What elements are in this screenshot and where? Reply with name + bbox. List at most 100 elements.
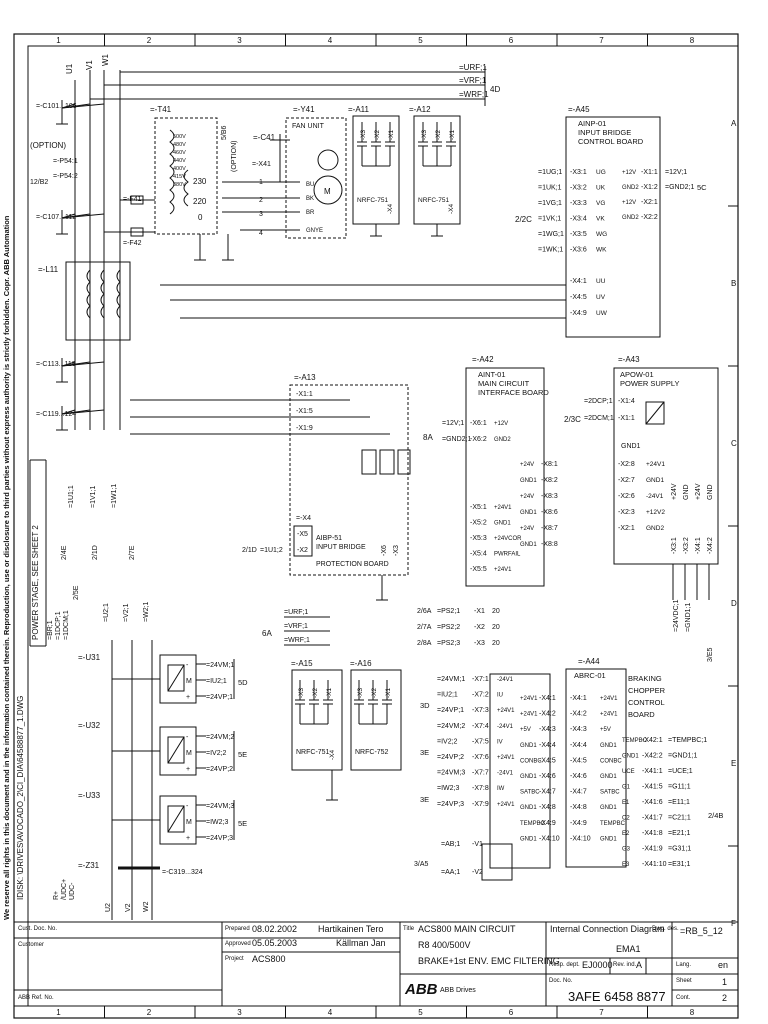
col-number: 4 (328, 36, 333, 45)
a44-x7-terminal: -X7:1 (472, 676, 489, 683)
col-number: 4 (328, 1008, 333, 1017)
a45-input: =1VG;1 (538, 200, 562, 207)
a42-x8-terminal: -X8:1 (541, 461, 558, 468)
aibp-ref: 2/1D (242, 547, 257, 554)
a44-x4-left-name: GND1 (520, 805, 537, 811)
a44-x4-right: -X4:8 (570, 804, 587, 811)
a44-x4-left-name: +24V1 (520, 696, 538, 702)
board-a42: =-A42 AINT-01 MAIN CIRCUIT INTERFACE BOA… (423, 355, 558, 587)
a42-x6-terminal: -X6:2 (470, 436, 487, 443)
a43-vertical-terminal: -X3:1 (671, 537, 678, 554)
a42-x5-name: +24VCOR (494, 536, 522, 542)
nrfc-terminal: -X1 (449, 130, 456, 141)
a44-x4-right-name: GND1 (600, 743, 617, 749)
u31-label: =-U31 (78, 653, 101, 662)
a45-x4-terminal: -X4:9 (570, 310, 587, 317)
a42-x8-name: GND1 (520, 478, 537, 484)
a44-x42-name: E2 (622, 831, 630, 837)
a44-x4-left-name: GND1 (520, 743, 537, 749)
a43-x1-terminal: -X1:1 (618, 415, 635, 422)
a43-gnd1: GND1 (621, 443, 641, 450)
a44-input: =IU2;1 (437, 692, 458, 699)
sensor-signal: =24VM;2 (206, 734, 234, 741)
t41-label: =-T41 (150, 105, 172, 114)
sensor-pin: M (186, 750, 192, 757)
a44-x4-right-name: +24V1 (600, 696, 618, 702)
tb-title-2: R8 400/500V (418, 940, 471, 950)
svg-text:400V: 400V (173, 166, 186, 172)
a42-x5-terminal: -X5:5 (470, 566, 487, 573)
a44-x4-left: -X4:5 (539, 757, 556, 764)
a42-x8-terminal: -X8:6 (541, 509, 558, 516)
tb-prepared-by: Hartikainen Tero (318, 924, 383, 934)
ps-terminal: -X2 (474, 624, 485, 631)
a44-x42-terminal: -X41:8 (642, 830, 663, 837)
title-block: Cust. Doc. No. Customer ABB Ref. No. Pre… (13, 921, 739, 1007)
svg-text:460V: 460V (173, 150, 186, 156)
row-letter: E (731, 759, 736, 768)
a44-x4-right: -X4:4 (570, 742, 587, 749)
a44-x4-right-name: TEMPBC (600, 821, 626, 827)
sensor-pin: - (186, 734, 189, 741)
a45-pin-name: UG (596, 169, 606, 176)
a44-output: =E21;1 (668, 830, 690, 837)
a44-x42-terminal: -X41:6 (642, 799, 663, 806)
sensor-pin: + (186, 766, 190, 773)
bus-ref: 4D (490, 85, 500, 94)
a43-vertical-terminal: -X3:2 (683, 537, 690, 554)
x1-ref3: 2/4E (61, 545, 68, 560)
nrfc-terminal: -X1 (326, 688, 333, 699)
fuse-f42: =-F42 (123, 240, 142, 247)
a44-input: =24VM;3 (437, 770, 465, 777)
svg-text:480V: 480V (173, 142, 186, 148)
term-u2: U2 (105, 903, 112, 912)
a44-x42-terminal: -X41:7 (642, 815, 663, 822)
term-u1: U1 (65, 63, 74, 74)
svg-text:BR: BR (306, 210, 315, 216)
fuse-f41: =-F41 (123, 196, 142, 203)
aibp-in: =1U1;2 (260, 547, 283, 554)
a45-terminal: -X3:1 (570, 169, 587, 176)
tb-approved-date: 05.05.2003 (252, 938, 297, 948)
x1-u1: =1U1;1 (68, 485, 75, 508)
nrfc-terminal: -X3 (421, 130, 428, 141)
cap-c113: =-C113...118 (36, 361, 76, 368)
br-ref: 2/5E (73, 585, 80, 600)
a42-x8-name: +24V (520, 526, 534, 532)
a44-x42-name: E1 (622, 800, 630, 806)
row-letter: A (731, 119, 737, 128)
a43-x2-terminal: -X2:3 (618, 509, 635, 516)
v2-label: =V2;1 (123, 603, 130, 622)
a43-x2-name: +24V1 (646, 461, 665, 468)
a44-x7-terminal: -X7:6 (472, 754, 489, 761)
a44-ref: 3E (420, 795, 429, 804)
svg-text:440V: 440V (173, 158, 186, 164)
aibp-name: AIBP-51 (316, 535, 342, 542)
a44-x42-terminal: -X41:5 (642, 784, 663, 791)
aibp-desc1: INPUT BRIDGE (316, 544, 366, 551)
nrfc-terminal: -X4 (448, 204, 455, 215)
col-number: 6 (509, 36, 514, 45)
phase-lines: U1 V1 W1 =-C101...106 =-C107...112 =-C11… (30, 53, 131, 431)
a44-output: =UCE;1 (668, 768, 693, 775)
a45-pin-name: WG (596, 231, 607, 238)
tb-diagram-type: Internal Connection Diagram (550, 924, 665, 934)
fan-y41: =-Y41 FAN UNIT M =-C41 =-X41 BU BK BR GN… (222, 105, 347, 239)
a43-name: APOW-01 (620, 370, 654, 379)
tb-prepared-date: 08.02.2002 (252, 924, 297, 934)
a44-x4-right: -X4:3 (570, 726, 587, 733)
a45-input: =1UG;1 (538, 169, 562, 176)
power-stage-note: POWER STAGE, SEE SHEET 2 (31, 525, 40, 640)
c319-label: =-C319...324 (162, 869, 203, 876)
bus-vrf: =VRF;1 (459, 76, 487, 85)
a44-x4-left-name: SATBC (520, 790, 540, 796)
term-v1: V1 (85, 60, 94, 70)
aibp-x6: -X6 (381, 545, 388, 556)
power-stage: =1U1;1 =1V1;1 =1W1;1 2/1D 2/7E 2/4E POWE… (29, 459, 160, 920)
x1-w1: =1W1;1 (111, 484, 118, 508)
a44-x4-left-name: TEMPBC (520, 821, 546, 827)
a45-input: =1WK;1 (538, 247, 563, 254)
tb-customer: Customer (18, 942, 44, 948)
row-letter: C (731, 439, 737, 448)
